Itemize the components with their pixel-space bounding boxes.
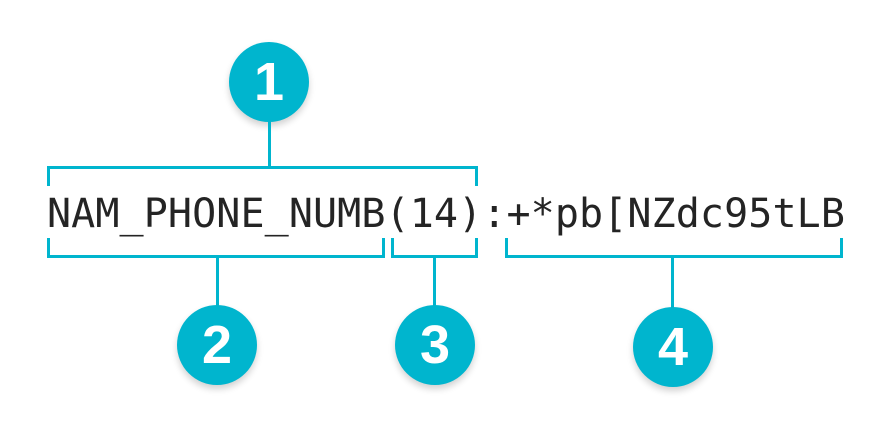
callout-badge-2: 2 <box>177 305 257 385</box>
bracket-token-length <box>391 238 478 258</box>
connector-line-2 <box>216 257 219 307</box>
callout-badge-3: 3 <box>395 305 475 385</box>
callout-number-1: 1 <box>253 52 285 112</box>
callout-badge-4: 4 <box>633 307 713 387</box>
callout-number-2: 2 <box>201 315 233 375</box>
bracket-token-value <box>505 238 843 258</box>
connector-line-1 <box>268 120 271 168</box>
token-text: NAM_PHONE_NUMB(14):+*pb[NZdc95tLB <box>47 191 846 237</box>
bracket-full-token <box>47 166 478 186</box>
connector-line-3 <box>433 257 436 307</box>
callout-badge-1: 1 <box>229 42 309 122</box>
bracket-token-name <box>47 238 385 258</box>
callout-number-4: 4 <box>657 317 689 377</box>
connector-line-4 <box>671 257 674 309</box>
callout-number-3: 3 <box>419 315 451 375</box>
